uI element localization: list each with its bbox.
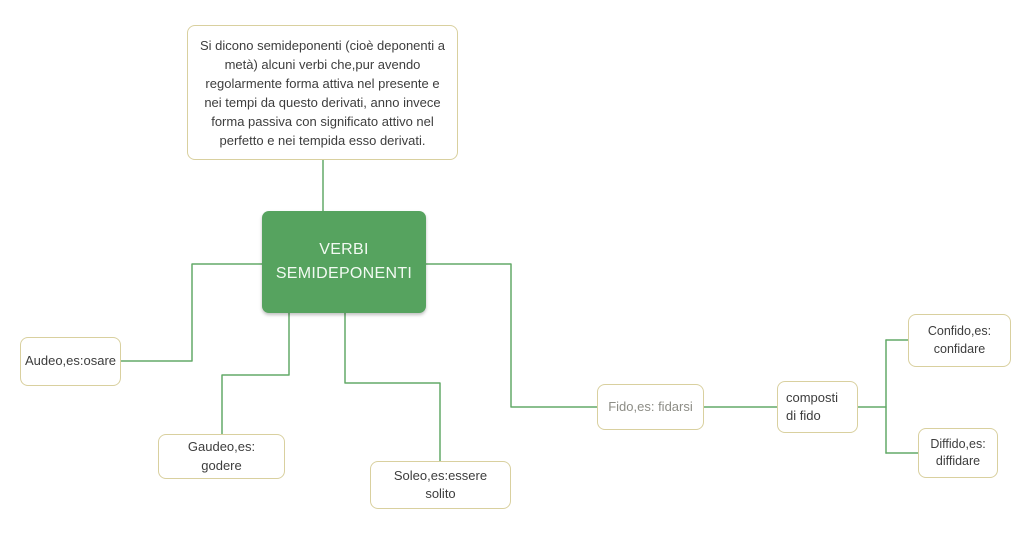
node-composti-di-fido[interactable]: composti di fido xyxy=(777,381,858,433)
node-composti-di-fido-label: composti di fido xyxy=(786,389,839,423)
node-confido[interactable]: Confido,es: confidare xyxy=(908,314,1011,367)
node-gaudeo[interactable]: Gaudeo,es: godere xyxy=(158,434,285,479)
edge-root-audeo xyxy=(120,263,263,362)
edge-root-gaudeo xyxy=(221,312,290,435)
node-audeo-label: Audeo,es:osare xyxy=(24,353,117,369)
node-audeo[interactable]: Audeo,es:osare xyxy=(20,337,121,386)
node-description[interactable]: Si dicono semideponenti (cioè deponenti … xyxy=(187,25,458,160)
node-soleo[interactable]: Soleo,es:essere solito xyxy=(370,461,511,509)
edge-root-fido xyxy=(425,263,598,408)
node-description-label: Si dicono semideponenti (cioè deponenti … xyxy=(199,37,445,148)
node-fido[interactable]: Fido,es: fidarsi xyxy=(597,384,704,430)
node-soleo-label: Soleo,es:essere solito xyxy=(393,467,488,501)
node-root-label: VERBI SEMIDEPONENTI xyxy=(275,241,413,282)
node-fido-label: Fido,es: fidarsi xyxy=(608,398,693,414)
node-gaudeo-label: Gaudeo,es: godere xyxy=(187,439,256,473)
node-confido-label: Confido,es: confidare xyxy=(927,324,992,356)
edge-root-soleo xyxy=(344,312,441,462)
node-diffido[interactable]: Diffido,es: diffidare xyxy=(918,428,998,478)
node-root[interactable]: VERBI SEMIDEPONENTI xyxy=(262,211,426,313)
node-diffido-label: Diffido,es: diffidare xyxy=(930,436,986,469)
